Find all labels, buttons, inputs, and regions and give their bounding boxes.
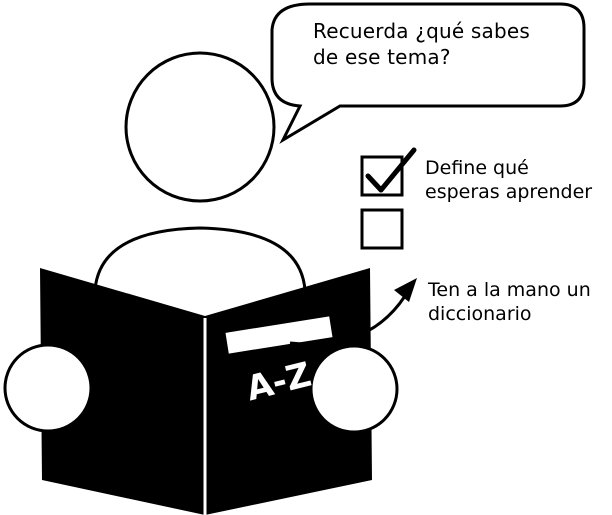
checklist-item-label: Define qué esperas aprender	[425, 156, 592, 204]
bubble-text: Recuerda ¿qué sabes de ese tema?	[313, 18, 530, 70]
checklist-line-2: esperas aprender	[425, 181, 593, 203]
person-head	[124, 51, 276, 203]
speech-bubble-icon	[270, 2, 586, 144]
right-hand	[309, 344, 399, 434]
dictionary-line-2: diccionario	[428, 303, 532, 325]
dictionary-index-bar	[222, 312, 336, 358]
checkbox-checked-icon	[360, 147, 417, 197]
person-body	[93, 226, 307, 291]
bubble-line-2: de ese tema?	[313, 45, 451, 69]
curved-arrow-icon	[289, 278, 417, 346]
checklist-line-1: Define qué	[425, 157, 529, 179]
checkbox-empty-icon	[360, 208, 404, 250]
left-hand	[3, 343, 93, 433]
dictionary-note: Ten a la mano un diccionario	[428, 278, 591, 326]
dictionary-line-1: Ten a la mano un	[428, 279, 591, 301]
bubble-line-1: Recuerda ¿qué sabes	[313, 19, 531, 43]
person-reading-icon: A-Z	[3, 51, 399, 515]
